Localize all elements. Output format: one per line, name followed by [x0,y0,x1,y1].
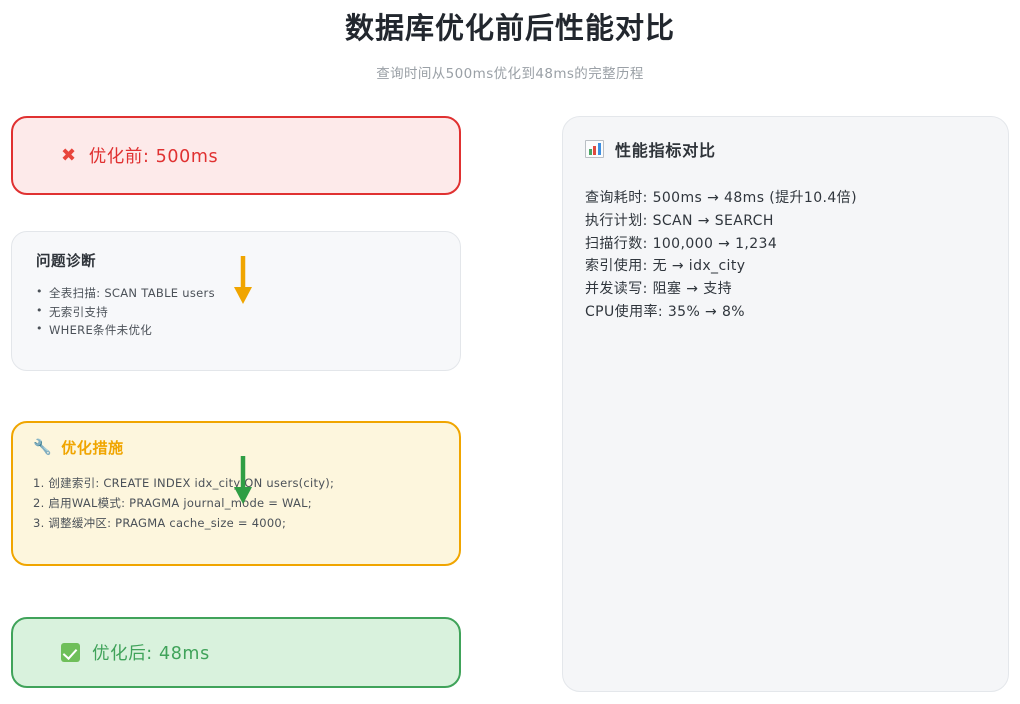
page-subtitle: 查询时间从500ms优化到48ms的完整历程 [376,65,644,82]
list-item: 查询耗时: 500ms → 48ms (提升10.4倍) [585,190,857,206]
cross-mark-icon: ✖ [61,144,77,166]
list-item: 并发读写: 阻塞 → 支持 [585,281,732,298]
list-item: 全表扫描: SCAN TABLE users [36,283,436,303]
list-item: 扫描行数: 100,000 → 1,234 [585,235,778,252]
diagnosis-card-title: 问题诊断 [36,254,96,270]
list-item: 2. 启用WAL模式: PRAGMA journal_mode = WAL; [33,495,312,510]
optimization-steps-list: 1. 创建索引: CREATE INDEX idx_city ON users(… [33,474,439,533]
after-state-headline: 优化后: 48ms [61,640,210,665]
list-item: 索引使用: 无 → idx_city [585,258,746,275]
before-state-label: 优化前: 500ms [88,147,219,167]
right-column: 性能指标对比 查询耗时: 500ms → 48ms (提升10.4倍) 执行计划… [562,116,1009,692]
list-item: 执行计划: SCAN → SEARCH [585,212,774,229]
main-layout: ✖ 优化前: 500ms 问题诊断 全表扫描: SCAN TABLE users… [0,116,1020,704]
optimization-card-title-text: 优化措施 [61,439,124,457]
diagnosis-card: 问题诊断 全表扫描: SCAN TABLE users 无索引支持 WHERE条… [11,231,461,371]
after-state-card: 优化后: 48ms [11,617,461,688]
metrics-panel-title-text: 性能指标对比 [615,141,716,160]
list-item: 无索引支持 [36,302,436,322]
page-header: 数据库优化前后性能对比 查询时间从500ms优化到48ms的完整历程 [0,0,1020,82]
list-item: 3. 调整缓冲区: PRAGMA cache_size = 4000; [33,515,287,530]
bar-chart-icon [585,140,604,158]
wrench-icon: 🔧 [33,438,53,456]
list-item: CPU使用率: 35% → 8% [585,304,745,321]
left-column: ✖ 优化前: 500ms 问题诊断 全表扫描: SCAN TABLE users… [11,116,461,688]
white-check-mark-icon [61,643,80,662]
diagnosis-list: 全表扫描: SCAN TABLE users 无索引支持 WHERE条件未优化 [36,283,436,340]
list-item: WHERE条件未优化 [36,320,436,340]
after-state-label: 优化后: 48ms [92,644,210,664]
optimization-measures-card: 🔧 优化措施 1. 创建索引: CREATE INDEX idx_city ON… [11,421,461,566]
before-state-headline: ✖ 优化前: 500ms [61,143,218,168]
before-state-card: ✖ 优化前: 500ms [11,116,461,195]
list-item: 1. 创建索引: CREATE INDEX idx_city ON users(… [33,476,335,490]
optimization-card-title: 🔧 优化措施 [33,437,439,458]
metrics-panel-title: 性能指标对比 [585,137,986,161]
performance-metrics-panel: 性能指标对比 查询耗时: 500ms → 48ms (提升10.4倍) 执行计划… [562,116,1009,692]
metrics-list: 查询耗时: 500ms → 48ms (提升10.4倍) 执行计划: SCAN … [585,187,986,324]
page-title: 数据库优化前后性能对比 [344,11,675,45]
